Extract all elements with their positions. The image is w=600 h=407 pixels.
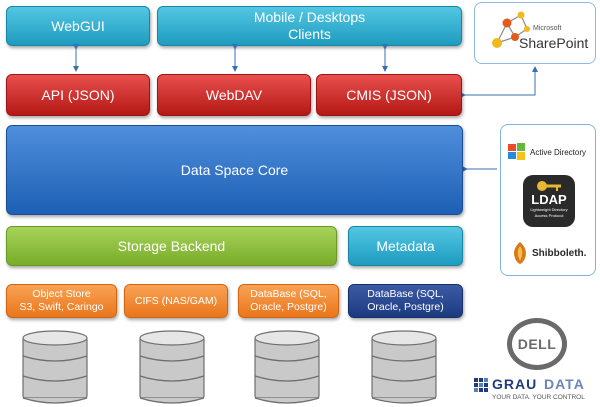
cifs-label: CIFS (NAS/GAM): [134, 294, 218, 307]
data-label: DATA: [544, 376, 585, 392]
ldap-logo: LDAP Lightweight Directory Access Protoc…: [523, 175, 575, 227]
object-store-label: Object Store: [32, 288, 91, 300]
database-1-line1: DataBase (SQL,: [250, 288, 327, 300]
database-stack-2-icon: [139, 330, 205, 404]
sharepoint-icon: [492, 11, 530, 48]
windows-flag-icon: [508, 143, 525, 160]
database-box-1: DataBase (SQL, Oracle, Postgre): [238, 284, 339, 318]
grau-label: GRAU: [492, 376, 538, 392]
database-2-line2: Oracle, Postgre): [367, 301, 444, 313]
object-store-types-label: S3, Swift, Caringo: [19, 301, 104, 313]
sharepoint-label: SharePoint: [519, 35, 589, 51]
grau-data-logo: GRAU DATA YOUR DATA. YOUR CONTROL: [474, 376, 598, 406]
database-stack-3-icon: [254, 330, 320, 404]
active-directory-label: Active Directory: [530, 147, 587, 157]
storage-backend-label: Storage Backend: [117, 237, 226, 254]
dell-label: DELL: [517, 336, 557, 352]
webgui-label: WebGUI: [51, 17, 105, 34]
shibboleth-label: Shibboleth.: [532, 247, 587, 259]
database-box-2: DataBase (SQL, Oracle, Postgre): [348, 284, 463, 318]
database-stack-4-icon: [371, 330, 437, 404]
mobile-desktops-label: Mobile / Desktops: [253, 9, 366, 25]
data-space-core-box: Data Space Core: [6, 125, 463, 215]
clients-label: Clients: [288, 26, 331, 42]
identity-providers-panel: Active Directory LDAP Lightweight Direct…: [500, 124, 596, 276]
storage-backend-box: Storage Backend: [6, 226, 337, 266]
database-2-line1: DataBase (SQL,: [367, 288, 444, 300]
webdav-box: WebDAV: [157, 74, 311, 116]
ldap-sub2: Access Protocol: [534, 213, 564, 218]
cmis-json-label: CMIS (JSON): [346, 86, 432, 103]
api-json-label: API (JSON): [41, 86, 115, 103]
cmis-json-box: CMIS (JSON): [316, 74, 462, 116]
ldap-label: LDAP: [531, 192, 567, 207]
key-icon: [537, 181, 561, 191]
metadata-label: Metadata: [376, 237, 435, 254]
sharepoint-logo-panel: Microsoft SharePoint: [474, 2, 596, 64]
grau-data-grid-icon: [474, 378, 488, 392]
mobile-desktop-clients-box: Mobile / Desktops Clients: [157, 6, 462, 46]
cifs-box: CIFS (NAS/GAM): [124, 284, 228, 318]
api-json-box: API (JSON): [6, 74, 150, 116]
object-store-box: Object Store S3, Swift, Caringo: [6, 284, 117, 318]
database-stack-1-icon: [22, 330, 88, 404]
active-directory-logo: Active Directory: [507, 139, 591, 165]
shibboleth-icon: [514, 242, 526, 264]
ldap-sub1: Lightweight Directory: [530, 207, 568, 212]
shibboleth-logo: Shibboleth.: [511, 239, 591, 267]
grau-tagline: YOUR DATA. YOUR CONTROL: [492, 394, 585, 401]
webdav-label: WebDAV: [205, 86, 263, 103]
data-space-core-label: Data Space Core: [180, 161, 289, 178]
dell-logo: DELL: [507, 318, 567, 370]
database-1-line2: Oracle, Postgre): [250, 301, 327, 313]
metadata-box: Metadata: [348, 226, 463, 266]
microsoft-label: Microsoft: [533, 25, 562, 32]
webgui-box: WebGUI: [6, 6, 150, 46]
